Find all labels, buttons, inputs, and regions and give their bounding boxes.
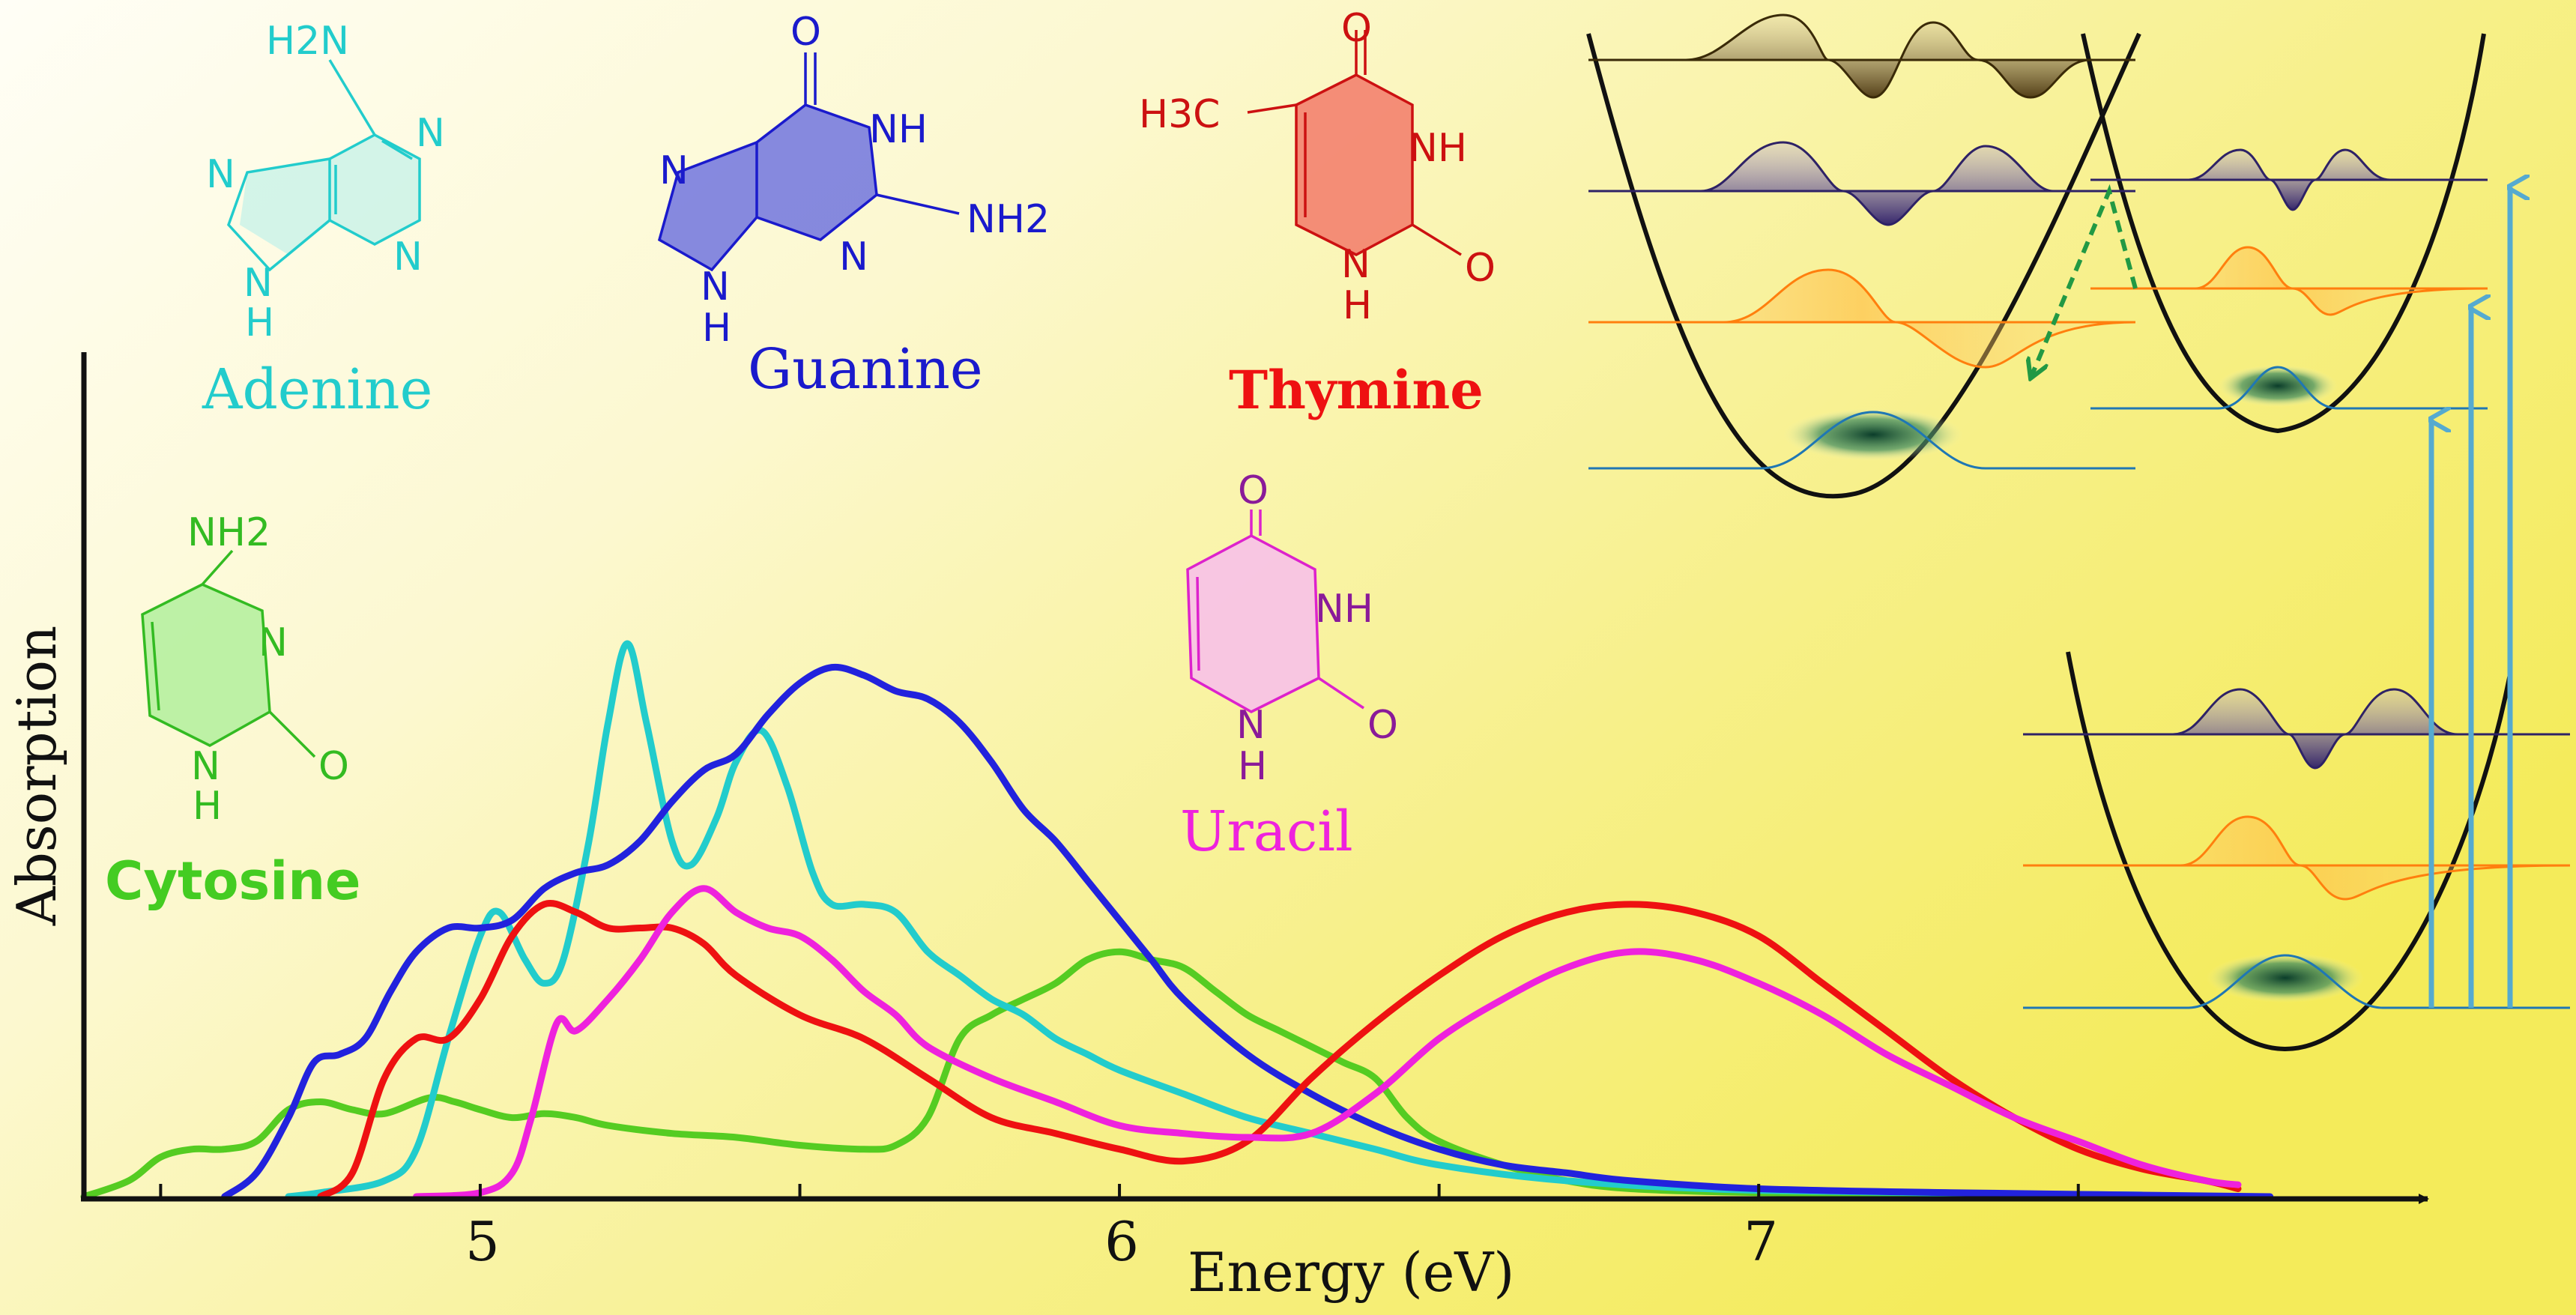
uracil-label: Uracil: [1180, 799, 1353, 864]
series-guanine: [221, 663, 2274, 1200]
adenine-atom-nh2: H2N: [266, 19, 349, 64]
thymine-label: Thymine: [1229, 359, 1484, 421]
thymine-molecule: H3C O NH O N H Thymine: [1139, 6, 1496, 421]
uracil-atom-o2: O: [1367, 703, 1398, 748]
vibronic-diagram: [1586, 13, 2571, 1052]
adenine-atom-n3: N: [393, 235, 423, 279]
ground-wavepacket-upper: [1783, 408, 1963, 461]
guanine-atom-nh: NH: [869, 107, 928, 152]
cytosine-ring-fill: [142, 584, 270, 746]
uracil-atom-n1: N: [1236, 703, 1266, 748]
guanine-atom-nh2: NH2: [967, 197, 1050, 242]
adenine-molecule: H2N N N N N H Adenine: [202, 19, 445, 422]
thymine-atom-ch3: H3C: [1139, 92, 1221, 137]
thymine-atom-n1: N: [1341, 242, 1370, 287]
x-ticks: 5 6 7: [159, 1184, 2080, 1273]
guanine-ring-fill: [757, 105, 877, 240]
x-tick-label: 5: [465, 1210, 500, 1273]
excited-well-left: [1586, 32, 2141, 499]
guanine-atom-o: O: [790, 10, 821, 55]
x-axis-label: Energy (eV): [1188, 1241, 1514, 1304]
ground-well: [2066, 651, 2512, 1052]
cytosine-atom-n3: N: [258, 620, 288, 665]
wavepacket-v2: [1588, 141, 2135, 226]
adenine-atom-h: H: [245, 300, 274, 345]
thymine-atom-o2: O: [1465, 246, 1496, 291]
left-well-levels: [1588, 13, 2136, 470]
guanine-imidazole-fill: [659, 142, 757, 270]
uracil-molecule: O NH O N H Uracil: [1180, 468, 1398, 864]
decay-arrow: [2031, 184, 2138, 378]
adenine-atom-n1: N: [416, 111, 445, 156]
adenine-atom-n9: N: [244, 261, 273, 306]
guanine-molecule: O NH NH2 N N N H Guanine: [657, 10, 1050, 402]
absorption-chart: 5 6 7 Energy (eV) Absorption: [5, 352, 2429, 1304]
thymine-atom-o4: O: [1341, 6, 1372, 51]
uracil-atom-o4: O: [1238, 468, 1269, 513]
adenine-atom-n7: N: [206, 152, 235, 197]
cytosine-molecule: NH2 N O N H Cytosine: [105, 510, 361, 912]
uracil-atom-h: H: [1238, 744, 1267, 789]
x-tick-label: 6: [1104, 1210, 1139, 1273]
uracil-atom-nh: NH: [1315, 587, 1373, 632]
guanine-atom-n3: N: [839, 235, 868, 279]
x-tick-label: 7: [1744, 1210, 1778, 1273]
adenine-ring-fill: [330, 135, 420, 244]
wavepacket-v3: [1588, 13, 2135, 99]
ground-well-levels: [2023, 688, 2571, 1009]
guanine-label: Guanine: [748, 337, 983, 402]
guanine-atom-n7: N: [659, 148, 689, 193]
series-layer: [80, 640, 2274, 1200]
series-uracil: [413, 885, 2242, 1200]
right-well-levels: [2090, 148, 2488, 410]
adenine-label: Adenine: [202, 357, 432, 422]
uracil-ring-fill: [1188, 536, 1319, 712]
guanine-atom-n9: N: [701, 264, 730, 309]
thymine-ring-fill: [1296, 75, 1412, 255]
cytosine-atom-h: H: [193, 784, 222, 829]
cytosine-atom-o: O: [318, 744, 349, 789]
cytosine-atom-n1: N: [191, 744, 220, 789]
thymine-atom-h: H: [1343, 283, 1372, 328]
cytosine-atom-nh2: NH2: [187, 510, 270, 555]
series-thymine: [317, 900, 2242, 1200]
adenine-imidazole-fill: [240, 159, 330, 255]
guanine-atom-h: H: [702, 306, 731, 351]
thymine-atom-nh: NH: [1409, 126, 1467, 171]
excited-well-right: [2081, 33, 2486, 434]
cytosine-label: Cytosine: [105, 850, 361, 912]
y-axis-label: Absorption: [5, 626, 68, 927]
